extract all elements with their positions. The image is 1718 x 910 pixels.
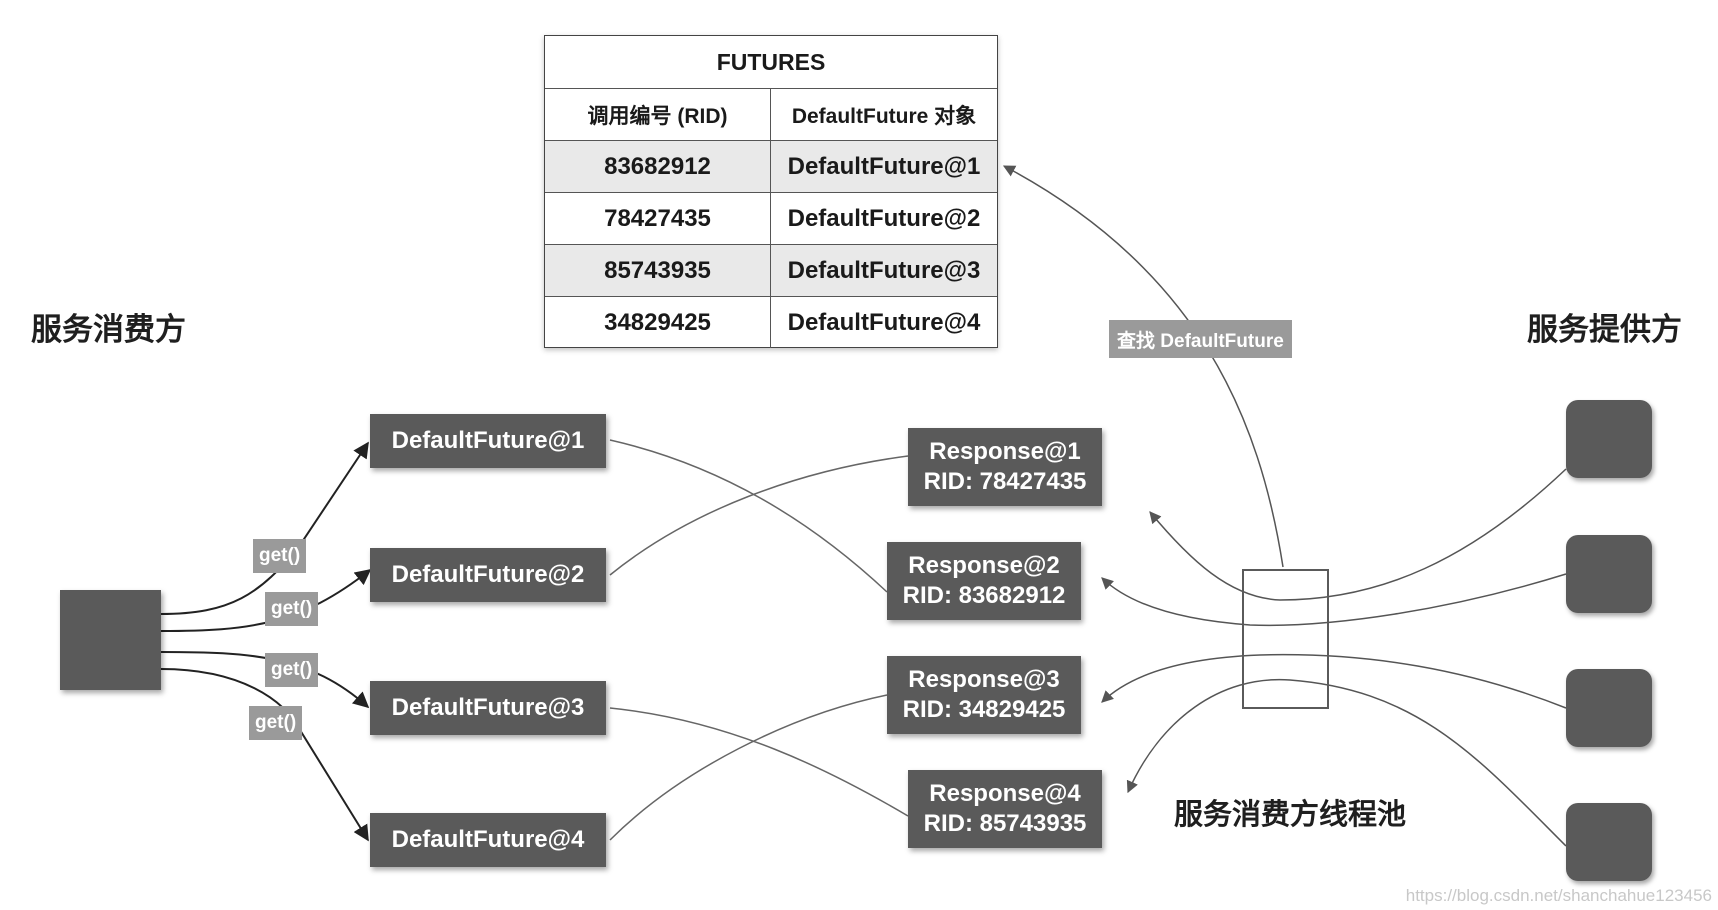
match-line-3 bbox=[609, 707, 909, 817]
future-box-4: DefaultFuture@4 bbox=[370, 813, 606, 867]
futures-table: FUTURES 调用编号 (RID) DefaultFuture 对象 8368… bbox=[544, 35, 998, 348]
table-row: 85743935 DefaultFuture@3 bbox=[545, 244, 997, 296]
rid-cell: 83682912 bbox=[545, 141, 771, 192]
get-label: get() bbox=[265, 653, 319, 687]
get-label: get() bbox=[253, 539, 307, 573]
rid-cell: 78427435 bbox=[545, 193, 771, 244]
response-box-2: Response@2 RID: 83682912 bbox=[887, 542, 1081, 620]
thread-pool-box bbox=[1242, 569, 1329, 709]
rid-cell: 34829425 bbox=[545, 297, 771, 348]
provider-node-4 bbox=[1566, 803, 1652, 881]
future-cell: DefaultFuture@3 bbox=[787, 256, 981, 284]
response-rid: RID: 83682912 bbox=[902, 582, 1066, 609]
futures-caption: FUTURES bbox=[716, 48, 826, 75]
get-link-4 bbox=[160, 668, 369, 842]
future-cell: DefaultFuture@4 bbox=[787, 308, 981, 336]
consumer-node bbox=[60, 590, 161, 690]
response-name: Response@1 bbox=[929, 438, 1081, 465]
rid-cell: 85743935 bbox=[545, 245, 771, 296]
get-link-1 bbox=[160, 441, 369, 615]
response-box-1: Response@1 RID: 78427435 bbox=[908, 428, 1102, 506]
response-rid: RID: 85743935 bbox=[923, 810, 1087, 837]
table-row: 78427435 DefaultFuture@2 bbox=[545, 192, 997, 244]
table-row: 83682912 DefaultFuture@1 bbox=[545, 140, 997, 192]
response-name: Response@4 bbox=[929, 780, 1081, 807]
future-box-2: DefaultFuture@2 bbox=[370, 548, 606, 602]
lookup-arrow bbox=[1002, 165, 1284, 568]
consumer-title: 服务消费方 bbox=[31, 312, 186, 347]
get-label: get() bbox=[265, 592, 319, 626]
response-rid: RID: 34829425 bbox=[902, 696, 1066, 723]
match-line-2 bbox=[609, 455, 909, 576]
response-box-4: Response@4 RID: 85743935 bbox=[908, 770, 1102, 848]
response-name: Response@3 bbox=[908, 666, 1060, 693]
match-line-4 bbox=[609, 694, 888, 841]
header-future: DefaultFuture 对象 bbox=[791, 104, 977, 128]
response-rid: RID: 78427435 bbox=[923, 468, 1087, 495]
futures-caption-row: FUTURES bbox=[545, 36, 997, 88]
future-box-3: DefaultFuture@3 bbox=[370, 681, 606, 735]
header-rid: 调用编号 (RID) bbox=[545, 89, 771, 140]
future-box-1: DefaultFuture@1 bbox=[370, 414, 606, 468]
provider-node-2 bbox=[1566, 535, 1652, 613]
get-label: get() bbox=[249, 706, 303, 740]
return-line-3 bbox=[1101, 653, 1567, 709]
return-line-4 bbox=[1126, 678, 1567, 847]
provider-node-3 bbox=[1566, 669, 1652, 747]
table-row: 34829425 DefaultFuture@4 bbox=[545, 296, 997, 348]
provider-title: 服务提供方 bbox=[1527, 312, 1682, 347]
futures-header-row: 调用编号 (RID) DefaultFuture 对象 bbox=[545, 88, 997, 140]
future-cell: DefaultFuture@2 bbox=[787, 204, 981, 232]
watermark: https://blog.csdn.net/shanchahue123456 bbox=[1405, 886, 1712, 905]
response-box-3: Response@3 RID: 34829425 bbox=[887, 656, 1081, 734]
return-line-1 bbox=[1149, 468, 1567, 601]
match-line-1 bbox=[609, 439, 888, 593]
response-name: Response@2 bbox=[908, 552, 1060, 579]
provider-node-1 bbox=[1566, 400, 1652, 478]
lookup-label: 查找 DefaultFuture bbox=[1109, 320, 1292, 358]
pool-title: 服务消费方线程池 bbox=[1174, 799, 1407, 831]
future-cell: DefaultFuture@1 bbox=[787, 152, 981, 180]
return-line-2 bbox=[1101, 573, 1567, 627]
